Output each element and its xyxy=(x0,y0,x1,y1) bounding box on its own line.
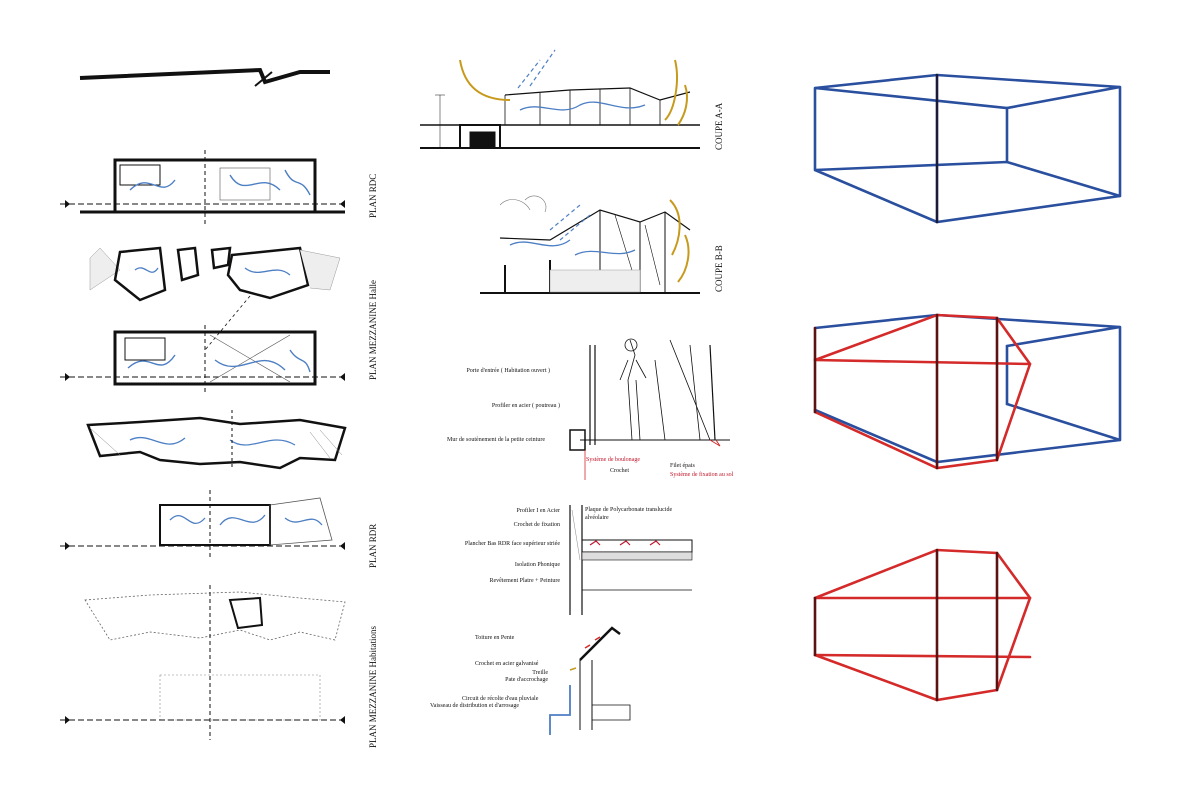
plan-rdc-drawing xyxy=(60,150,345,225)
plan-rdr-upper-drawing xyxy=(86,410,347,470)
label-crochet-galva: Crochet en acier galvanisé xyxy=(475,661,539,667)
sections-column: COUPE A-A COUPE B-B Porte d'entrée ( Hab… xyxy=(400,0,780,800)
coupe-bb-drawing xyxy=(480,195,700,294)
plans-drawing xyxy=(60,67,347,740)
label-plaque: Plaque de Polycarbonate translucide alvé… xyxy=(585,507,673,521)
label-toiture: Toiture en Pente xyxy=(475,635,515,641)
blue-box-wireframe xyxy=(813,73,1122,224)
plan-rdc-label: PLAN RDC xyxy=(368,173,378,218)
plan-halle-drawing xyxy=(60,325,345,395)
label-boulonnage: Système de boulonage xyxy=(586,457,640,463)
plan-rdr-drawing xyxy=(60,490,345,560)
detail-door-drawing xyxy=(569,338,730,480)
label-circuit: Circuit de récolte d'eau pluviale xyxy=(462,696,539,702)
label-profiler-poteau: Profiler en acier ( poutreau ) xyxy=(491,403,560,409)
plan-rdr-label: PLAN RDR xyxy=(368,523,378,568)
sections-drawing xyxy=(420,49,730,735)
coupe-bb-label: COUPE B-B xyxy=(714,245,724,292)
wireframe-column xyxy=(780,0,1180,800)
site-section-line xyxy=(79,67,330,87)
label-isolation: Isolation Phonique xyxy=(514,562,560,568)
label-plancher: Plancher Bas RDR face supérieur striée xyxy=(464,541,560,547)
label-crochet: Crochet xyxy=(610,468,629,474)
label-pate: Pate d'accrochage xyxy=(505,677,548,683)
label-revetement: Revêtement Platre + Peinture xyxy=(489,578,560,584)
label-vaisseau: Vaisseau de distribution et d'arrosage xyxy=(430,703,520,709)
label-treille: Treille xyxy=(532,670,548,676)
plans-column: PLAN RDC PLAN MEZZANINE Halle PLAN RDR P… xyxy=(0,0,400,800)
plan-mezz-hab-drawing xyxy=(60,585,346,740)
wireframe-drawing xyxy=(813,73,1122,702)
label-filet: Filet épais xyxy=(670,463,695,469)
detail-roof-drawing xyxy=(549,626,631,735)
detail-floor-drawing xyxy=(569,505,693,615)
plan-mezz-halle-drawing xyxy=(89,246,341,351)
label-fixation-sol: Système de fixation au sol xyxy=(670,472,734,478)
plan-mezz-hab-label: PLAN MEZZANINE Habitations xyxy=(368,626,378,748)
label-crochet-fixation: Crochet de fixation xyxy=(513,522,560,528)
label-profiler-i: Profiler I en Acier xyxy=(516,508,560,514)
coupe-aa-drawing xyxy=(420,49,700,149)
coupe-aa-label: COUPE A-A xyxy=(714,102,724,150)
plan-mezz-halle-label: PLAN MEZZANINE Halle xyxy=(368,280,378,380)
red-box-wireframe xyxy=(813,548,1032,702)
label-porte: Porte d'entrée ( Habitation ouvert ) xyxy=(466,368,550,374)
label-mur: Mur de soutènement de la petite ceinture xyxy=(447,437,545,443)
blue-red-box-wireframe xyxy=(813,313,1122,470)
